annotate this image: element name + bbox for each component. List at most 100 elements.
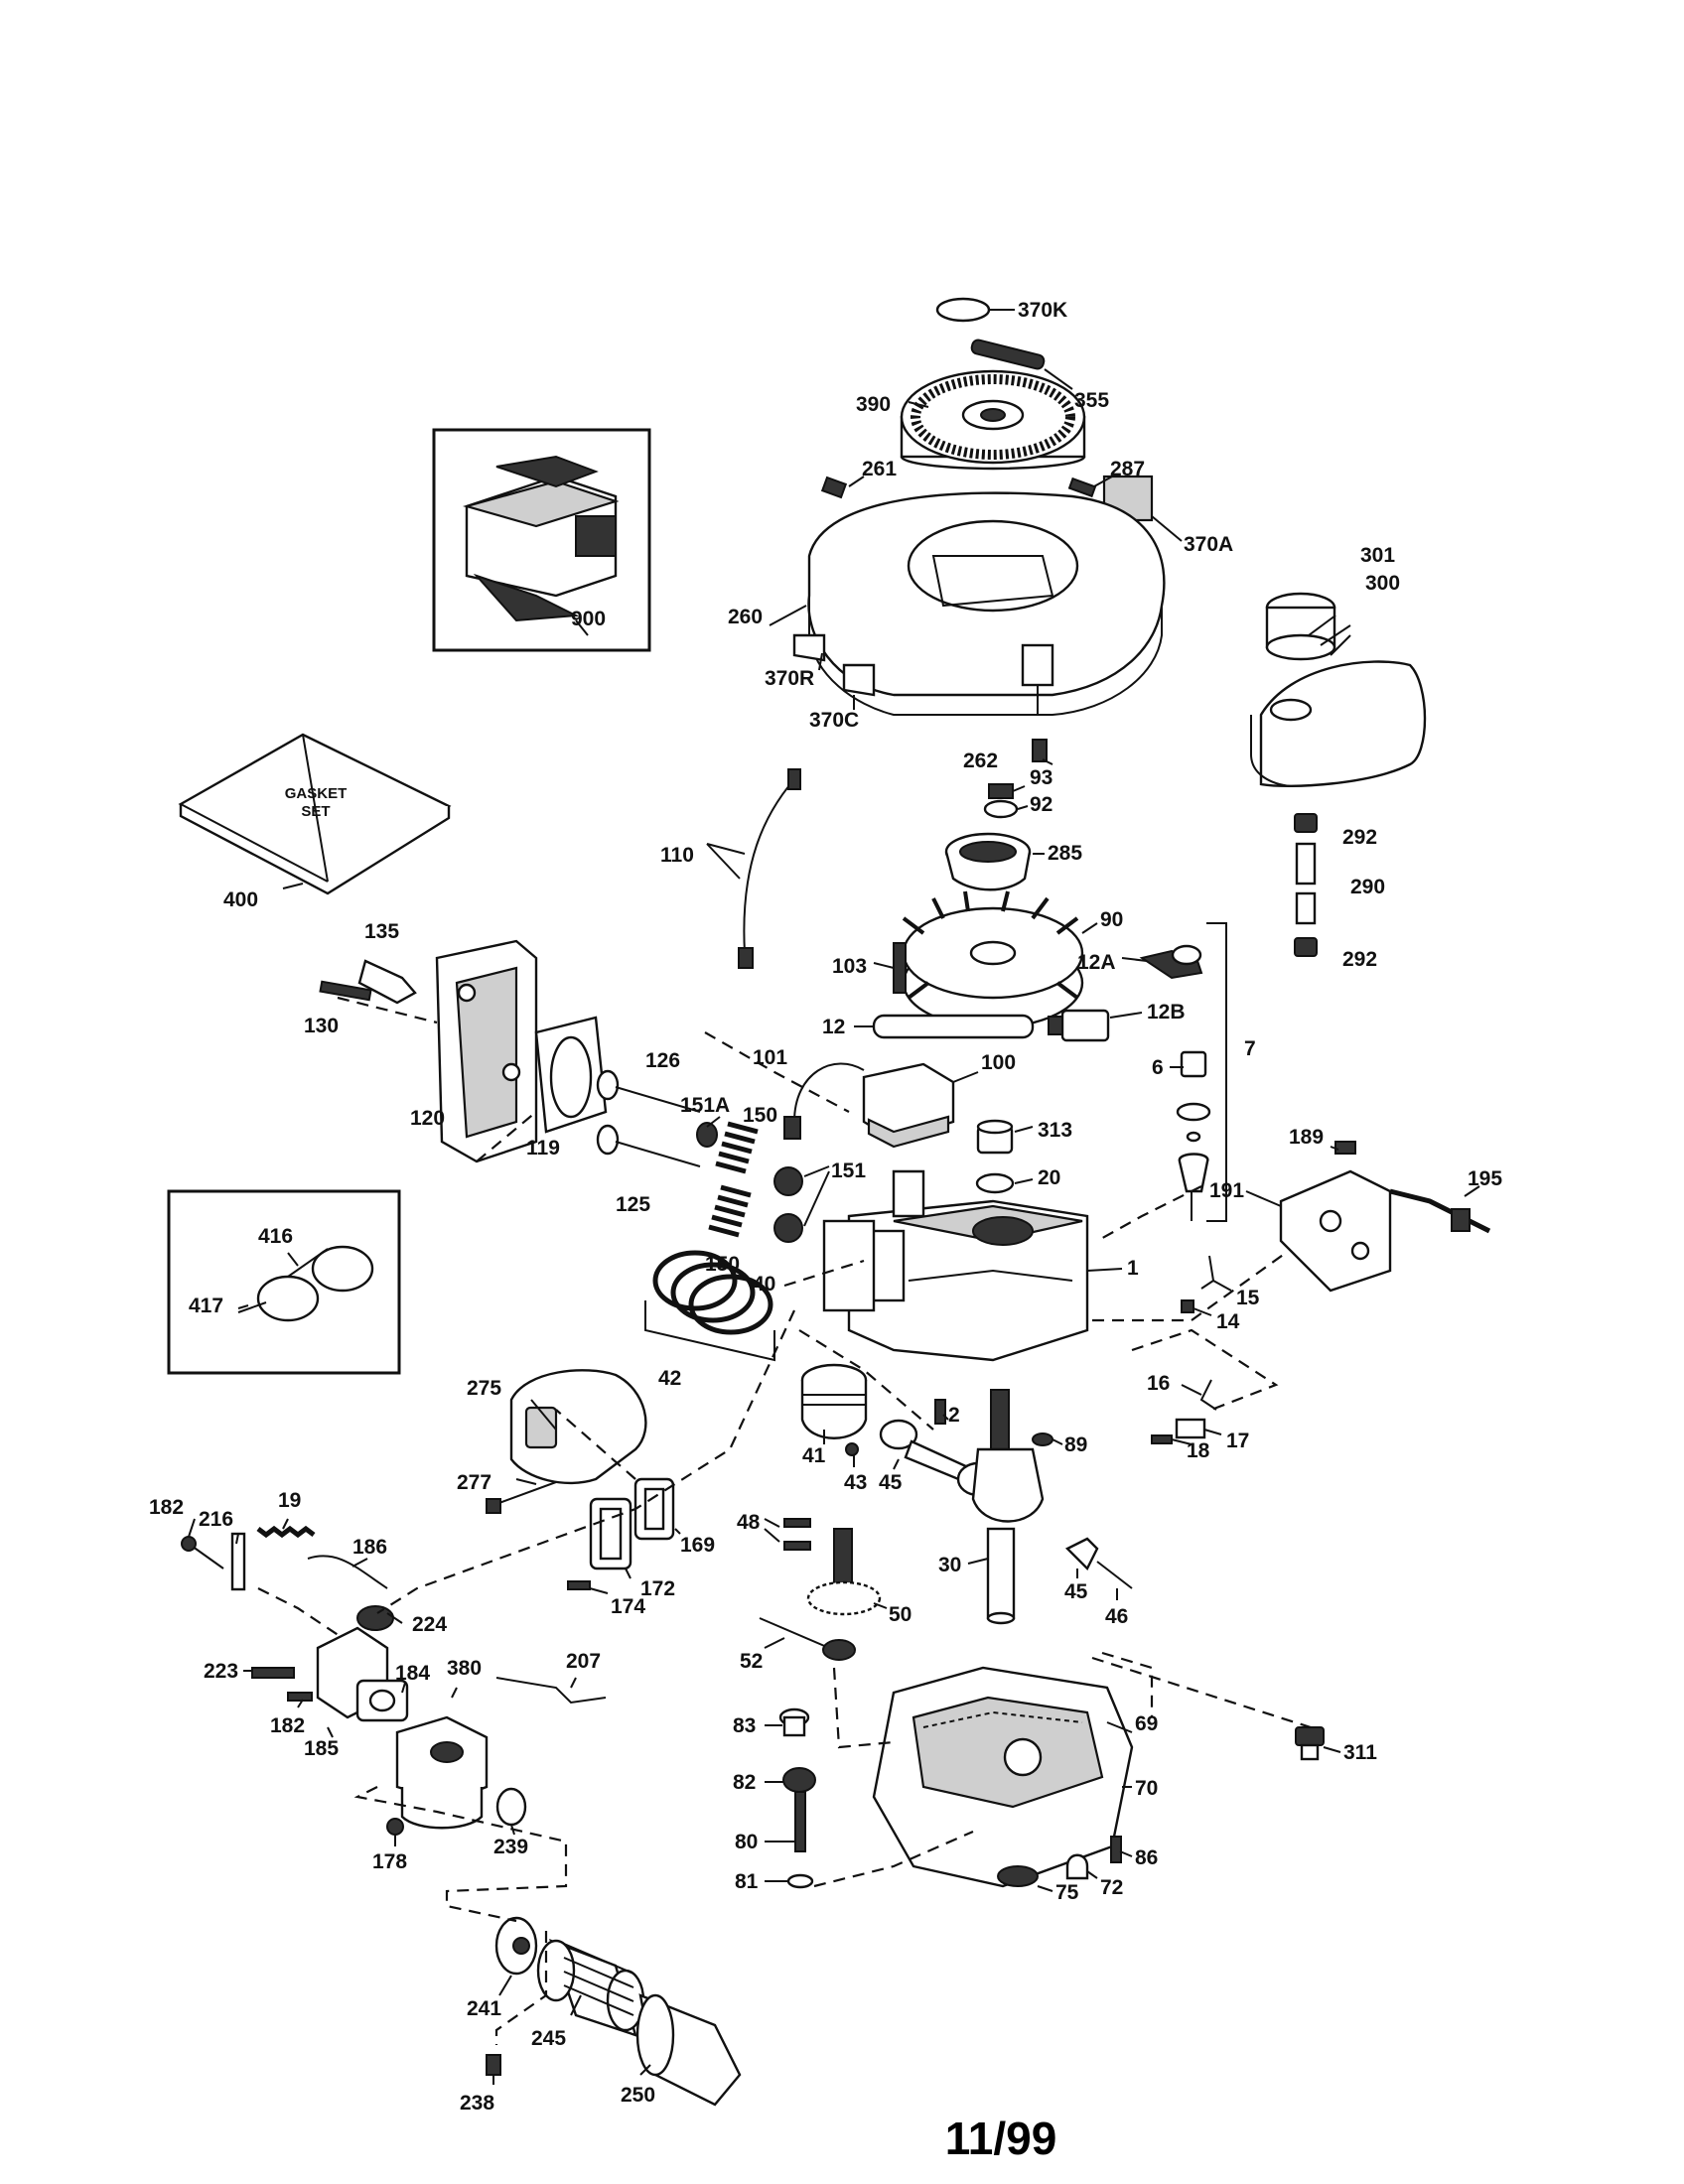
label-101: 101: [753, 1046, 787, 1069]
part-261-screw: [820, 476, 848, 499]
part-260-blower-housing: [807, 491, 1166, 716]
label-20: 20: [1038, 1166, 1060, 1189]
label-241: 241: [467, 1997, 501, 2020]
part-52-shaft: [759, 1617, 856, 1661]
part-241-base: [494, 1916, 538, 1976]
label-1: 1: [1127, 1257, 1139, 1280]
part-292-clamp-top: [1294, 813, 1318, 833]
part-311-plug: [1295, 1726, 1325, 1761]
part-380-carburetor: [395, 1715, 489, 1830]
inset-416-417: [167, 1189, 401, 1375]
callout-labels: 370K 355 390 261 287 370A 260 370R 370C …: [149, 299, 1502, 2115]
part-370k-ring: [935, 297, 1005, 323]
label-110: 110: [660, 844, 694, 867]
label-69: 69: [1135, 1712, 1158, 1735]
label-400: 400: [223, 888, 258, 911]
part-355-handle: [970, 339, 1073, 390]
part-100-ignition-module: [862, 1062, 955, 1149]
label-75: 75: [1055, 1881, 1079, 1904]
part-20-seal: [975, 1172, 1015, 1194]
part-390-starter: [900, 369, 1086, 471]
part-238-screw: [486, 2054, 501, 2076]
part-12a-cap: [1139, 944, 1203, 980]
part-285-screen: [944, 832, 1032, 891]
part-189-screw: [1334, 1141, 1356, 1155]
label-7: 7: [1244, 1037, 1256, 1060]
part-89-washer: [1032, 1433, 1053, 1446]
label-239: 239: [493, 1836, 528, 1858]
part-195-spring: [1389, 1188, 1491, 1234]
label-42: 42: [658, 1367, 681, 1390]
label-30: 30: [938, 1554, 961, 1576]
part-2-pin: [934, 1399, 946, 1425]
label-41: 41: [802, 1444, 826, 1467]
label-151a: 151A: [680, 1094, 730, 1117]
part-6-nut: [1176, 1050, 1211, 1143]
part-92-washer: [983, 799, 1019, 819]
label-2: 2: [948, 1404, 960, 1427]
part-135-fitting: [357, 959, 417, 1005]
leader-16-17: [1131, 1328, 1279, 1412]
part-224-gasket: [356, 1605, 394, 1631]
part-275-muffler: [509, 1369, 647, 1485]
label-260: 260: [728, 606, 763, 628]
label-81: 81: [735, 1870, 759, 1893]
part-75-seal: [997, 1865, 1039, 1887]
label-14: 14: [1216, 1310, 1240, 1333]
label-262: 262: [963, 750, 998, 772]
label-238: 238: [460, 2092, 494, 2115]
label-130: 130: [304, 1015, 339, 1037]
label-207: 207: [566, 1650, 601, 1673]
label-103: 103: [832, 955, 867, 978]
label-245: 245: [531, 2027, 566, 2050]
label-82: 82: [733, 1771, 756, 1794]
part-93-nut: [988, 783, 1014, 799]
leader-lines: [188, 309, 1480, 2085]
part-150-spring-bottom: [708, 1184, 752, 1238]
part-43-pin: [845, 1442, 859, 1456]
part-151-retainer-top: [773, 1166, 803, 1196]
label-12: 12: [822, 1016, 845, 1038]
part-245-filter: [536, 1938, 645, 2037]
label-186: 186: [352, 1536, 387, 1559]
label-182b: 182: [270, 1714, 305, 1737]
part-12b-connector: [1048, 1009, 1110, 1042]
part-19-spring: [256, 1525, 316, 1539]
part-82-gear: [782, 1767, 816, 1793]
part-277-bolt: [486, 1481, 557, 1514]
part-250-cover: [635, 1993, 742, 2107]
part-41-piston: [800, 1363, 868, 1439]
label-380: 380: [447, 1657, 482, 1680]
label-150a: 150: [743, 1104, 777, 1127]
label-390: 390: [856, 393, 891, 416]
part-151-retainer-bottom: [773, 1213, 803, 1243]
part-46-bolt: [1096, 1561, 1133, 1589]
label-292b: 292: [1342, 948, 1377, 971]
label-90: 90: [1100, 908, 1123, 931]
label-900: 900: [571, 608, 606, 630]
label-191: 191: [1209, 1179, 1244, 1202]
part-15-link: [1200, 1255, 1215, 1290]
part-1-engine-block: [822, 1169, 1089, 1362]
part-17-clamp: [1175, 1418, 1206, 1439]
gasket-set-line1: GASKET: [285, 785, 348, 802]
label-48: 48: [737, 1511, 761, 1534]
label-83: 83: [733, 1714, 756, 1737]
label-72: 72: [1100, 1876, 1123, 1899]
part-292-clamp-bottom: [1294, 937, 1318, 957]
label-18: 18: [1187, 1439, 1210, 1462]
part-80-shaft: [794, 1791, 806, 1852]
part-86-bolt: [1110, 1836, 1122, 1863]
part-313-seal: [976, 1119, 1014, 1155]
part-178-nut: [386, 1818, 404, 1836]
engine-inset: [432, 428, 651, 652]
part-301-cap: [1265, 592, 1336, 661]
label-45a: 45: [879, 1471, 903, 1494]
label-15: 15: [1236, 1287, 1260, 1309]
label-6: 6: [1152, 1056, 1164, 1079]
label-178: 178: [372, 1850, 407, 1873]
label-135: 135: [364, 920, 399, 943]
part-30-crankshaft: [971, 1389, 1045, 1625]
label-46: 46: [1105, 1605, 1128, 1628]
part-150-spring-top: [715, 1121, 759, 1174]
